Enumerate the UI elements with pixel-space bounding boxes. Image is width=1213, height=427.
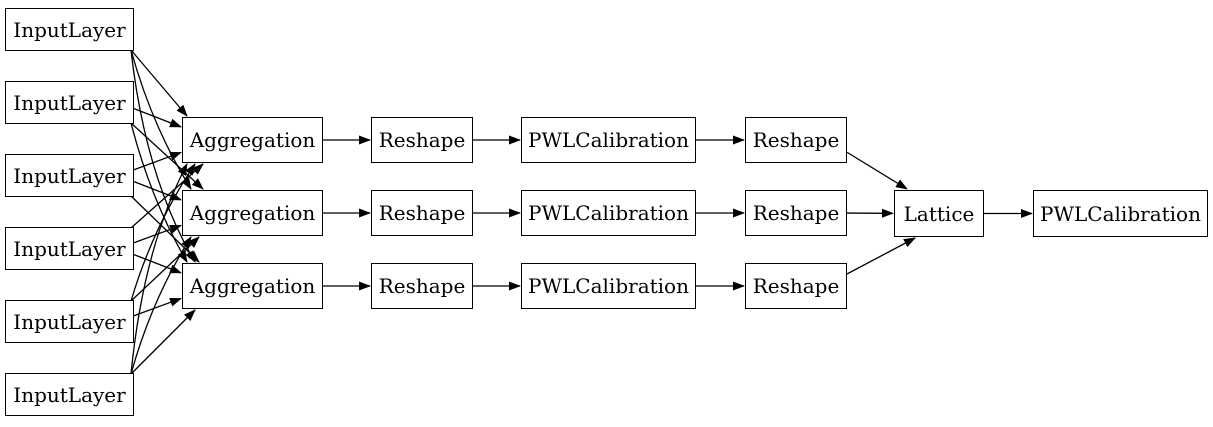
node-reshape-pre-3: Reshape	[371, 263, 473, 309]
node-inputlayer-3: InputLayer	[5, 154, 134, 197]
node-inputlayer-6: InputLayer	[5, 373, 134, 416]
edge-in1-agg0	[133, 107, 182, 128]
edge-in2-agg0	[133, 151, 182, 171]
edge-in5-agg1	[130, 236, 192, 375]
edge-in2-agg2	[130, 195, 200, 263]
node-pwlcalibration-2: PWLCalibration	[521, 190, 696, 236]
edge-in1-agg1	[130, 122, 204, 190]
node-reshape-post-2: Reshape	[745, 190, 847, 236]
edge-rsB0-lattice	[846, 151, 908, 190]
edge-in2-agg1	[133, 180, 182, 201]
node-reshape-post-1: Reshape	[745, 117, 847, 163]
node-aggregation-1: Aggregation	[182, 117, 323, 163]
node-aggregation-2: Aggregation	[182, 190, 323, 236]
node-inputlayer-5: InputLayer	[5, 300, 134, 343]
edge-in4-agg2	[133, 297, 182, 317]
node-pwlcalibration-1: PWLCalibration	[521, 117, 696, 163]
node-inputlayer-4: InputLayer	[5, 227, 134, 270]
edge-in3-agg2	[133, 253, 182, 274]
node-lattice: Lattice	[894, 190, 984, 237]
node-inputlayer-2: InputLayer	[5, 81, 134, 124]
edge-in5-agg2	[130, 309, 196, 375]
edge-in5-agg0	[130, 163, 188, 375]
node-pwlcalibration-3: PWLCalibration	[521, 263, 696, 309]
node-reshape-post-3: Reshape	[745, 263, 847, 309]
edge-group	[130, 49, 1033, 375]
edge-in1-agg2	[130, 122, 188, 263]
edge-rsB2-lattice	[846, 237, 916, 275]
node-reshape-pre-1: Reshape	[371, 117, 473, 163]
edge-in0-agg0	[130, 49, 188, 117]
node-inputlayer-1: InputLayer	[5, 8, 134, 51]
node-pwlcalibration-output: PWLCalibration	[1033, 190, 1208, 237]
edge-in3-agg1	[133, 224, 182, 244]
node-aggregation-3: Aggregation	[182, 263, 323, 309]
edge-in4-agg0	[130, 163, 196, 302]
node-reshape-pre-2: Reshape	[371, 190, 473, 236]
